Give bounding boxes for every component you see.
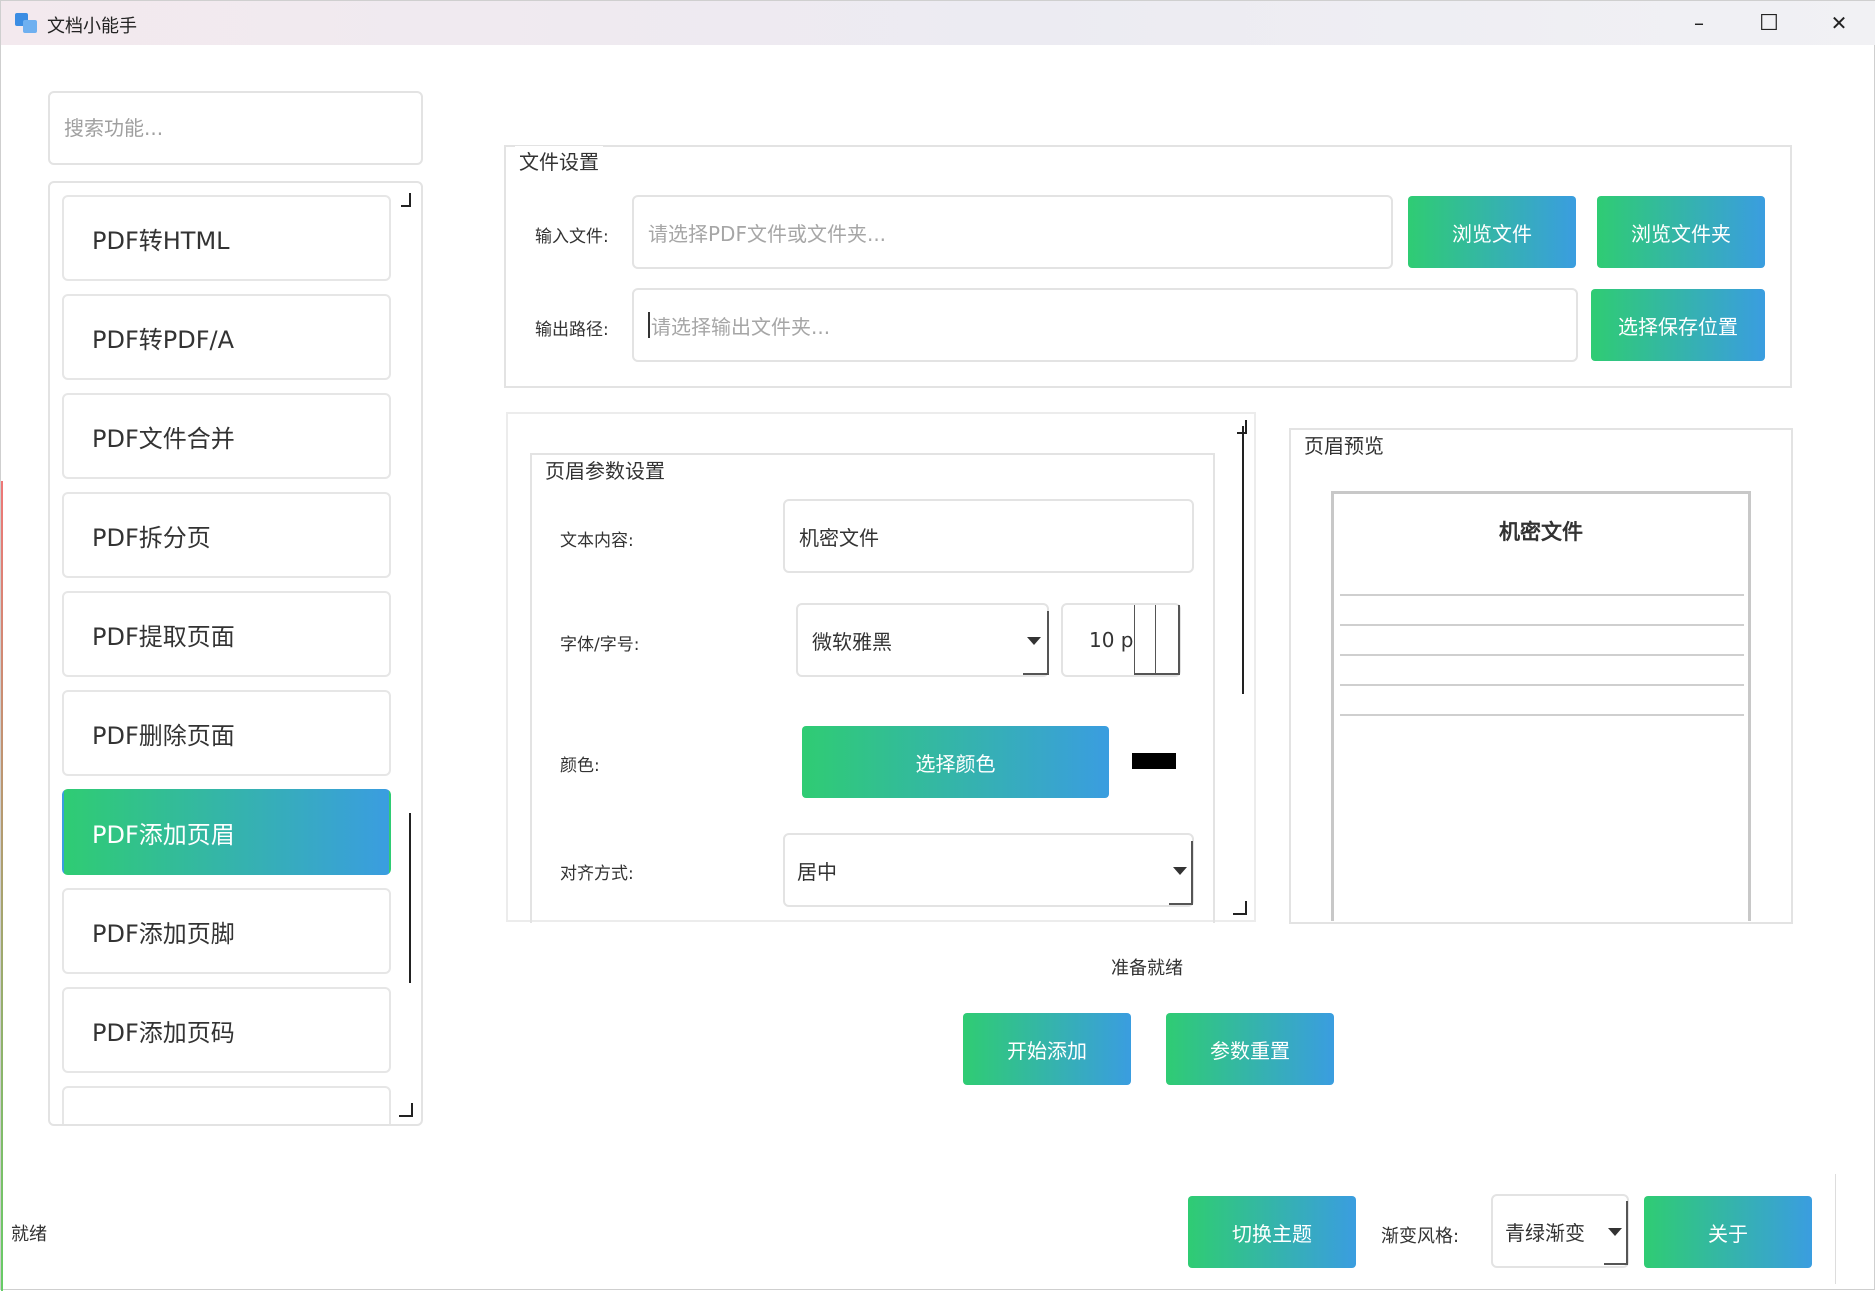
window-title: 文档小能手 xyxy=(47,16,137,37)
input-file-placeholder: 请选择PDF文件或文件夹... xyxy=(648,221,887,246)
browse-folder-button[interactable]: 浏览文件夹 xyxy=(1597,196,1765,268)
alignment-chevron-down-icon[interactable] xyxy=(1173,867,1187,875)
text-content-input[interactable]: 机密文件 xyxy=(783,499,1194,573)
alignment-value: 居中 xyxy=(797,859,837,884)
preview-line xyxy=(1340,654,1744,656)
preview-line xyxy=(1340,714,1744,716)
params-scroll-down-marker[interactable] xyxy=(1233,901,1247,915)
font-size-value: 10 p xyxy=(1089,628,1134,652)
start-add-button[interactable]: 开始添加 xyxy=(963,1013,1131,1085)
browse-file-button[interactable]: 浏览文件 xyxy=(1408,196,1576,268)
color-swatch xyxy=(1132,753,1176,769)
font-family-combo-edge xyxy=(1023,611,1049,675)
about-button[interactable]: 关于 xyxy=(1644,1196,1812,1268)
switch-theme-button[interactable]: 切换主题 xyxy=(1188,1196,1356,1268)
text-cursor xyxy=(648,312,650,338)
font-family-select[interactable]: 微软雅黑 xyxy=(796,603,1049,677)
font-size-down-button[interactable] xyxy=(1156,605,1180,675)
sidebar-scrollbar-handle[interactable] xyxy=(409,813,411,983)
scroll-down-marker[interactable] xyxy=(399,1103,413,1117)
gradient-style-value: 青绿渐变 xyxy=(1505,1220,1585,1245)
sidebar-item-pdf-merge[interactable]: PDF文件合并 xyxy=(62,393,391,479)
header-params-group xyxy=(530,453,1215,923)
gradient-style-combo-edge xyxy=(1604,1201,1628,1265)
sidebar-item-pdf-add-page-number[interactable]: PDF添加页码 xyxy=(62,987,391,1073)
text-content-value: 机密文件 xyxy=(799,525,879,550)
feature-search-input[interactable] xyxy=(48,91,423,165)
task-status-label: 准备就绪 xyxy=(1111,958,1183,979)
reset-params-button[interactable]: 参数重置 xyxy=(1166,1013,1334,1085)
alignment-label: 对齐方式: xyxy=(560,864,634,884)
header-params-title: 页眉参数设置 xyxy=(541,455,669,484)
sidebar-item-pdf-add-header[interactable]: PDF添加页眉 xyxy=(62,789,391,875)
output-path-placeholder: 请选择输出文件夹... xyxy=(651,314,831,339)
preview-line xyxy=(1340,594,1744,596)
gradient-style-select[interactable]: 青绿渐变 xyxy=(1491,1194,1629,1268)
font-family-chevron-down-icon[interactable] xyxy=(1027,637,1041,645)
feature-list[interactable]: PDF转HTML PDF转PDF/A PDF文件合并 PDF拆分页 PDF提取页… xyxy=(48,181,423,1126)
alignment-combo-edge xyxy=(1169,841,1193,905)
sidebar-item-pdf-extract[interactable]: PDF提取页面 xyxy=(62,591,391,677)
sidebar-item-pdf-delete[interactable]: PDF删除页面 xyxy=(62,690,391,776)
alignment-select[interactable]: 居中 xyxy=(783,833,1194,907)
font-size-up-button[interactable] xyxy=(1134,605,1156,675)
color-label: 颜色: xyxy=(560,756,600,776)
gradient-style-label: 渐变风格: xyxy=(1381,1226,1460,1247)
footer-divider xyxy=(1835,1174,1836,1284)
sidebar-item-more[interactable] xyxy=(62,1086,391,1124)
preview-page: 机密文件 xyxy=(1331,491,1751,921)
preview-line xyxy=(1340,624,1744,626)
header-preview-title: 页眉预览 xyxy=(1300,430,1388,459)
preview-line xyxy=(1340,684,1744,686)
status-bar-text: 就绪 xyxy=(11,1224,47,1245)
scroll-up-marker[interactable] xyxy=(401,193,411,207)
font-size-label: 字体/字号: xyxy=(560,635,640,655)
sidebar-item-pdf-to-pdfa[interactable]: PDF转PDF/A xyxy=(62,294,391,380)
header-params-scroll-area[interactable] xyxy=(506,412,1256,922)
text-content-label: 文本内容: xyxy=(560,531,634,551)
output-path-field[interactable]: 请选择输出文件夹... xyxy=(632,288,1578,362)
app-logo-icon xyxy=(15,13,37,33)
gradient-style-chevron-down-icon[interactable] xyxy=(1608,1228,1622,1236)
input-file-label: 输入文件: xyxy=(535,227,609,247)
input-file-field[interactable]: 请选择PDF文件或文件夹... xyxy=(632,195,1393,269)
sidebar-item-pdf-to-html[interactable]: PDF转HTML xyxy=(62,195,391,281)
font-family-value: 微软雅黑 xyxy=(812,629,892,654)
title-bar: 文档小能手 – ☐ ✕ xyxy=(1,1,1875,45)
file-settings-group xyxy=(504,145,1792,388)
font-size-spinbox[interactable]: 10 p xyxy=(1061,603,1181,677)
sidebar-item-pdf-split[interactable]: PDF拆分页 xyxy=(62,492,391,578)
header-preview-group xyxy=(1289,428,1793,924)
file-settings-title: 文件设置 xyxy=(515,146,603,175)
choose-color-button[interactable]: 选择颜色 xyxy=(802,726,1109,798)
sidebar-item-pdf-add-footer[interactable]: PDF添加页脚 xyxy=(62,888,391,974)
choose-save-location-button[interactable]: 选择保存位置 xyxy=(1591,289,1765,361)
window-edge-accent xyxy=(1,481,3,1291)
maximize-button[interactable]: ☐ xyxy=(1759,10,1779,36)
preview-header-text: 机密文件 xyxy=(1499,520,1583,544)
close-button[interactable]: ✕ xyxy=(1830,11,1848,35)
params-scrollbar-handle[interactable] xyxy=(1242,426,1244,694)
minimize-button[interactable]: – xyxy=(1694,11,1704,35)
output-path-label: 输出路径: xyxy=(535,320,609,340)
